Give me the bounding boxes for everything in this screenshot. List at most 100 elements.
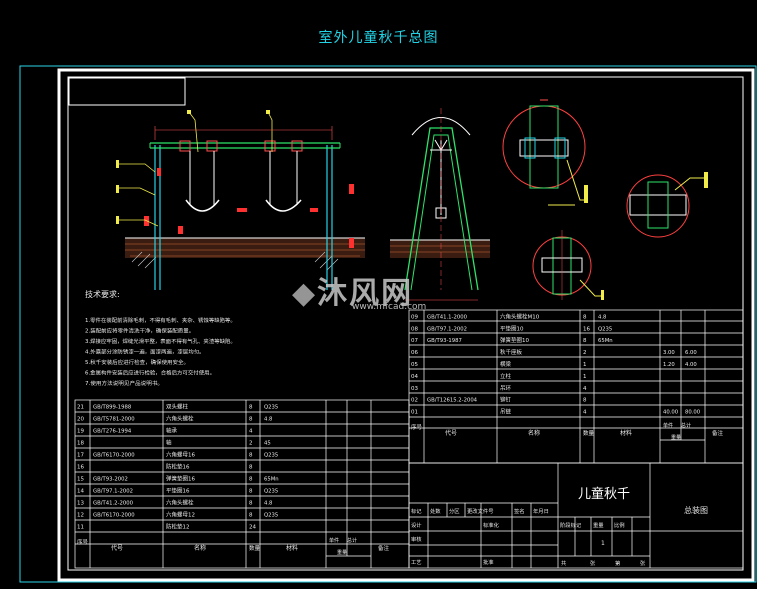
- table-cell-material: 4.8: [598, 314, 607, 320]
- tech-heading: 技术要求:: [85, 289, 120, 299]
- table-cell-qty: 8: [249, 417, 253, 423]
- scale-value: 1: [601, 540, 605, 547]
- table-cell-no: 19: [77, 429, 84, 435]
- table-cell-no: 06: [411, 350, 418, 356]
- table-header-total: 总计: [347, 537, 357, 544]
- drawing-type: 总装图: [684, 505, 708, 515]
- detail-a: [502, 99, 588, 206]
- table-cell-code: GB/T12615.2-2004: [427, 398, 478, 404]
- table-cell-qty: 8: [583, 314, 587, 320]
- table-cell-qty: 8: [583, 398, 587, 404]
- table-cell-name: 六角螺母12: [166, 511, 195, 519]
- watermark-text: 沐风网: [317, 276, 414, 311]
- title-block-label: 第: [615, 559, 620, 567]
- table-cell-no: 11: [77, 525, 84, 531]
- table-cell-qty: 8: [249, 405, 253, 411]
- table-header-single: 单件: [663, 422, 673, 429]
- title-block-label: 共: [561, 559, 567, 567]
- table-cell-no: 15: [77, 477, 84, 483]
- table-cell-code: GB/T97.1-2002: [427, 326, 467, 332]
- table-cell-name: 六角螺母16: [166, 451, 195, 459]
- table-cell-name: 横梁: [500, 360, 512, 368]
- table-cell-single: 1.20: [663, 362, 675, 368]
- table-cell-no: 20: [77, 417, 84, 423]
- table-cell-name: 防松垫16: [166, 463, 190, 471]
- table-cell-no: 04: [411, 374, 418, 380]
- table-cell-qty: 8: [249, 489, 253, 495]
- table-cell-qty: 8: [249, 465, 253, 471]
- title-block-text: 儿童秋千总装图标记处数分区更改文件号签名年月日设计标准化审核工艺批准阶段标记重量…: [411, 486, 708, 567]
- table-cell-name: 秋千座板: [500, 348, 523, 356]
- table-cell-no: 12: [77, 513, 84, 519]
- table-cell-no: 18: [77, 441, 84, 447]
- table-cell-qty: 4: [583, 410, 587, 416]
- table-header-no: 序号: [411, 423, 423, 431]
- table-cell-name: 铆钉: [500, 396, 512, 404]
- table-header-note: 备注: [712, 429, 724, 437]
- border-frame: [57, 68, 755, 582]
- table-header-qty: 数量: [583, 429, 595, 437]
- front-view: [116, 110, 365, 290]
- title-block-label: 张: [590, 559, 596, 567]
- table-cell-code: GB/T97.1-2002: [93, 489, 133, 495]
- tech-line: 2.装配前应将零件清洗干净，确保装配质量。: [85, 327, 194, 335]
- code-box: [68, 77, 186, 106]
- title-block-label: 阶段标记: [560, 521, 582, 529]
- table-cell-qty: 2: [583, 350, 587, 356]
- table-header-code: 代号: [445, 429, 457, 437]
- table-cell-material: 4.8: [264, 417, 273, 423]
- table-header-weight: 重量: [671, 434, 681, 441]
- table-cell-name: 弹簧垫圈16: [166, 475, 195, 483]
- table-cell-total: 80.00: [685, 410, 701, 416]
- table-cell-no: 01: [411, 410, 418, 416]
- tech-requirements: 技术要求:1.零件在装配前清除毛刺，不得有毛刺、夹杂、锈蚀等缺陷等。2.装配前应…: [85, 289, 236, 387]
- title-block-label: 审核: [411, 535, 422, 543]
- title-block-label: 年月日: [533, 507, 549, 515]
- title-block-grid: [408, 462, 744, 569]
- table-cell-code: GB/T6170-2000: [93, 453, 135, 459]
- table-cell-code: GB/T899-1988: [93, 405, 132, 411]
- table-cell-name: 吊链: [500, 408, 512, 416]
- table-cell-no: 05: [411, 362, 418, 368]
- table-cell-material: Q235: [264, 513, 278, 519]
- table-cell-name: 六角头螺栓: [166, 499, 194, 507]
- table-cell-name: 平垫圈16: [166, 487, 190, 495]
- table-header-no: 序号: [77, 538, 89, 546]
- table-cell-code: GB/T93-2002: [93, 477, 128, 483]
- table-cell-no: 03: [411, 386, 418, 392]
- table-cell-qty: 4: [249, 429, 253, 435]
- parts-table-right: [408, 309, 744, 464]
- table-cell-no: 21: [77, 405, 84, 411]
- table-cell-name: 六角头螺栓: [166, 415, 194, 423]
- title-block-label: 更改文件号: [467, 507, 494, 515]
- tech-line: 4.外露部分涂防锈漆一遍，面漆两遍，漆层均匀。: [85, 348, 205, 356]
- table-cell-material: Q235: [598, 326, 612, 332]
- table-header-note: 备注: [378, 544, 390, 552]
- table-cell-qty: 2: [249, 441, 253, 447]
- table-cell-material: 45: [264, 441, 271, 447]
- table-cell-qty: 4: [583, 386, 587, 392]
- table-header-name: 名称: [194, 544, 206, 552]
- title-block-label: 比例: [614, 521, 625, 529]
- title-block-label: 标记: [411, 507, 422, 515]
- table-cell-code: GB/T41.2-2000: [93, 501, 134, 507]
- table-cell-no: 08: [411, 326, 418, 332]
- watermark-url: www.mfcad.com: [352, 302, 427, 312]
- table-cell-no: 16: [77, 465, 84, 471]
- table-cell-material: 65Mn: [264, 477, 279, 483]
- detail-c: [626, 172, 708, 238]
- tech-line: 6.金属构件安装后应进行检验，合格后方可交付使用。: [85, 369, 215, 377]
- watermark-logo: ◆沐风网: [292, 276, 414, 311]
- detail-b: [532, 230, 604, 300]
- table-cell-name: 轴: [166, 439, 172, 447]
- table-cell-name: 吊环: [500, 385, 512, 392]
- table-cell-qty: 8: [249, 453, 253, 459]
- tech-line: 5.秋千安装后应进行检查，确保使用安全。: [85, 358, 189, 366]
- table-cell-total: 4.00: [685, 362, 697, 368]
- title-block-label: 重量: [593, 521, 604, 529]
- table-cell-qty: 24: [249, 525, 256, 531]
- table-header-weight: 重量: [337, 549, 347, 556]
- table-header-total: 总计: [681, 422, 691, 429]
- table-cell-material: Q235: [264, 489, 278, 495]
